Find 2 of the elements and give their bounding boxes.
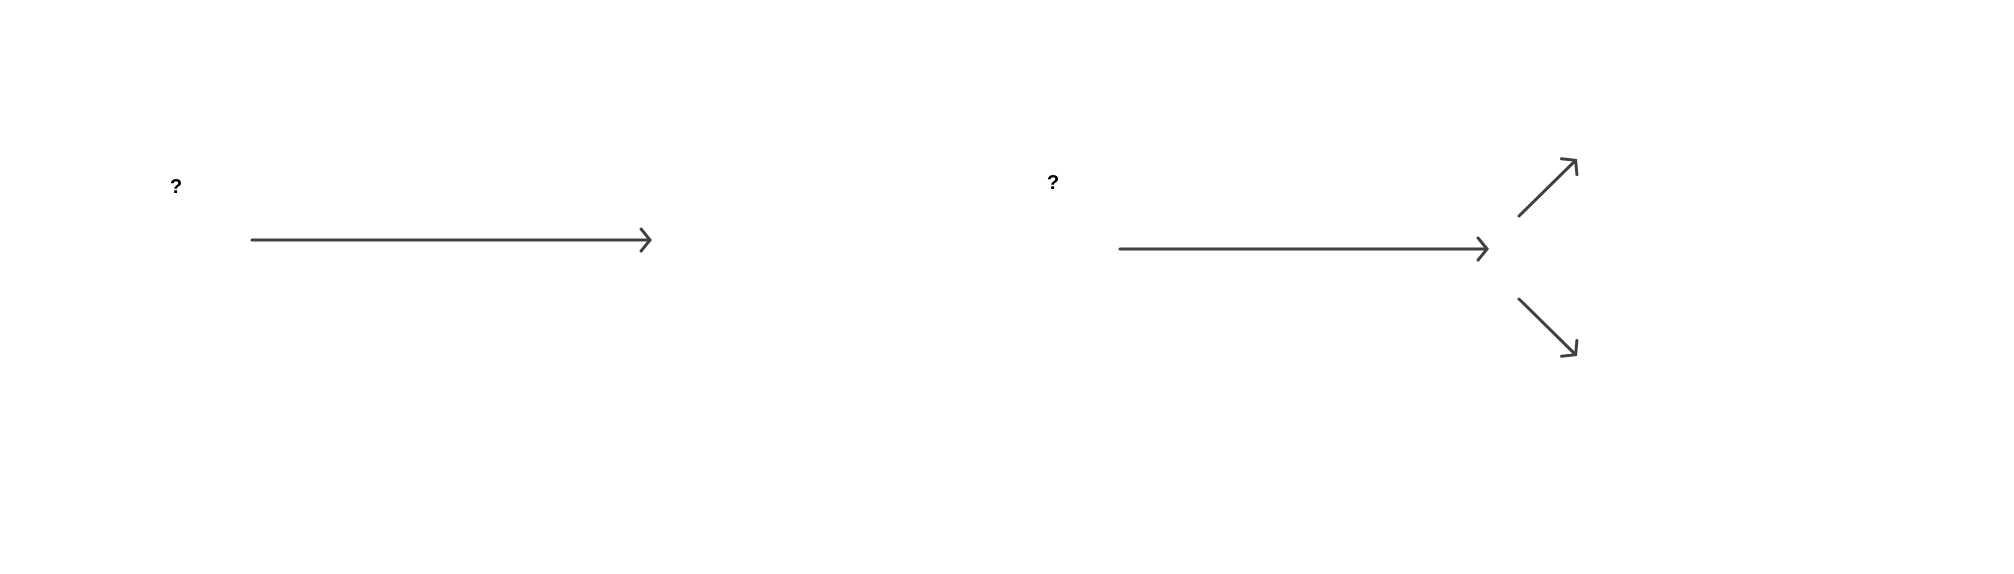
- question-mark: ?: [170, 179, 181, 193]
- question-mark: ?: [1047, 175, 1058, 189]
